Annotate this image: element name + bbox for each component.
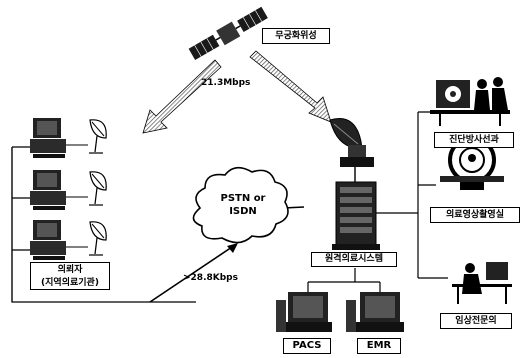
hospital-dish-icon [330,119,374,167]
network-label-line1: PSTN or [220,193,266,204]
department-imaging-room-label: 의료영상촬영실 [430,207,520,223]
satellite-label: 무궁화위성 [262,28,330,44]
network-link-speed: >28.8Kbps [183,273,238,283]
department-clinical-consult-label: 임상전문의 [440,313,512,329]
pacs-computer-icon [276,292,332,332]
department-radiology-label: 진단방사선과 [434,132,514,148]
client-bus-line [12,147,32,302]
telemedicine-server-icon [332,182,380,250]
client-dish-icon-1 [89,120,106,153]
client-label: 의뢰자 (지역의료기관) [30,262,110,290]
emr-computer-icon [346,292,404,332]
client-dish-icon-3 [89,222,106,255]
telemedicine-system-label: 원격의료시스템 [311,252,397,267]
client-station-3 [30,220,106,260]
satellite-to-hospital-arrow [250,51,331,122]
subsystem-connections [308,268,380,292]
satellite-to-clients-arrow [143,60,221,133]
network-label-line2: ISDN [220,206,266,217]
client-station-1 [30,118,106,158]
clinical-consult-workstation-icon [452,262,512,304]
emr-label: EMR [357,338,401,354]
client-station-2 [30,170,106,210]
radiology-workstation-icon [430,77,510,126]
satellite-link-speed: 21.3Mbps [201,78,250,88]
client-label-line2: (지역의료기관) [31,277,109,290]
client-dish-icon-2 [89,172,106,205]
pacs-label: PACS [283,338,331,354]
client-label-line1: 의뢰자 [31,264,109,277]
